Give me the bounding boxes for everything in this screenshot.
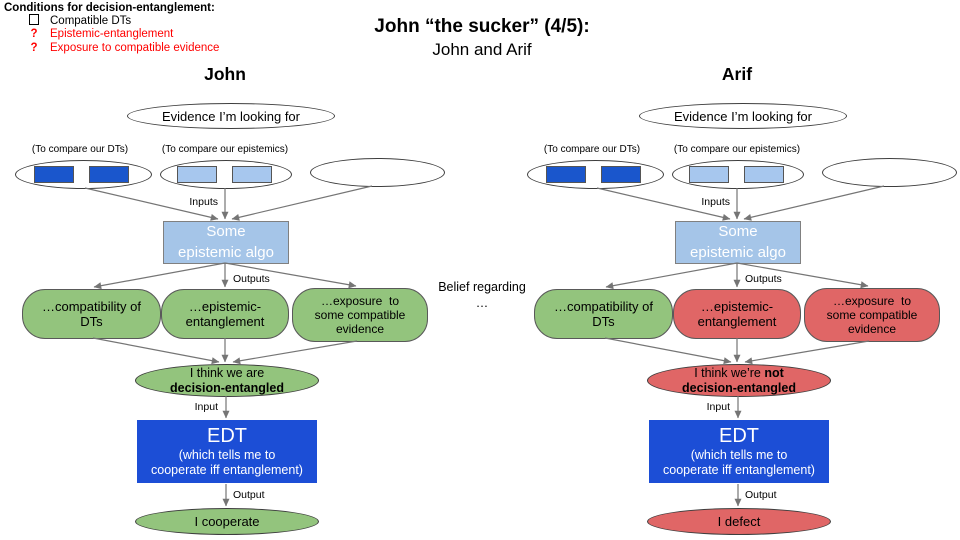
edt-subtitle-line2: cooperate iff entanglement)	[663, 463, 815, 477]
evidence-label: Evidence I’m looking for	[673, 108, 812, 124]
epistemic-algo-box: Some epistemic algo	[163, 221, 289, 264]
note-compare-dts: (To compare our DTs)	[31, 144, 129, 155]
empty-evidence-ellipse	[310, 158, 445, 187]
legend-item-exposure-evidence: ? Exposure to compatible evidence	[0, 41, 300, 54]
legend-item-label: Compatible DTs	[50, 14, 132, 27]
dt-evidence-chip	[601, 166, 641, 183]
result-ellipse: I defect	[647, 508, 831, 535]
output-compatibility-box: …compatibility of DTs	[22, 289, 161, 339]
belief-line2: decision-entangled	[170, 380, 284, 395]
belief-regarding-line2: …	[475, 296, 489, 311]
input-label: Input	[194, 401, 218, 413]
note-compare-epistemics: (To compare our epistemics)	[161, 144, 289, 155]
output-exposure-box: …exposure to some compatible evidence	[292, 288, 428, 342]
epistemic-evidence-chip	[177, 166, 217, 183]
dt-evidence-chip	[546, 166, 586, 183]
algo-line2: epistemic algo	[690, 243, 786, 261]
algo-line1: Some	[718, 223, 758, 241]
belief-line2: decision-entangled	[682, 380, 796, 395]
slide-title: John “the sucker” (4/5):	[374, 16, 590, 37]
output-label: Output	[233, 489, 265, 501]
output-compatibility-box: …compatibility of DTs	[534, 289, 673, 339]
input-label: Input	[706, 401, 730, 413]
edt-box: EDT (which tells me to cooperate iff ent…	[137, 420, 317, 483]
epistemic-algo-box: Some epistemic algo	[675, 221, 801, 264]
edt-title: EDT	[207, 425, 247, 447]
question-mark-icon: ?	[30, 27, 38, 40]
algo-line1: Some	[206, 223, 246, 241]
empty-evidence-ellipse	[822, 158, 957, 187]
dt-evidence-chip	[34, 166, 74, 183]
edt-box: EDT (which tells me to cooperate iff ent…	[649, 420, 829, 483]
arif-flowchart: Arif Evidence I’m looking for (To compar…	[512, 0, 960, 540]
legend-title: Conditions for decision-entanglement:	[4, 2, 215, 14]
edt-subtitle-line2: cooperate iff entanglement)	[151, 463, 303, 477]
evidence-label: Evidence I’m looking for	[161, 108, 300, 124]
evidence-looking-for-ellipse: Evidence I’m looking for	[127, 103, 335, 129]
output-label: Output	[745, 489, 777, 501]
edt-title: EDT	[719, 425, 759, 447]
column-header-arif: Arif	[721, 64, 753, 84]
edt-subtitle-line1: (which tells me to	[178, 448, 276, 462]
note-compare-epistemics: (To compare our epistemics)	[673, 144, 801, 155]
legend-item-label: Exposure to compatible evidence	[50, 41, 220, 54]
belief-regarding-note: Belief regarding …	[428, 279, 536, 312]
belief-line1: I think we are	[189, 365, 265, 380]
belief-ellipse: I think we’re not decision-entangled	[647, 364, 831, 397]
question-mark-icon: ?	[30, 41, 38, 54]
legend-item-compatible-dts: Compatible DTs	[0, 13, 300, 28]
belief-regarding-line1: Belief regarding	[438, 280, 526, 294]
result-ellipse: I cooperate	[135, 508, 319, 535]
john-flowchart: John Evidence I’m looking for (To compar…	[0, 0, 460, 540]
legend-item-label: Epistemic-entanglement	[50, 27, 174, 40]
belief-ellipse: I think we are decision-entangled	[135, 364, 319, 397]
slide-subtitle: John and Arif	[432, 40, 532, 59]
note-compare-dts: (To compare our DTs)	[543, 144, 641, 155]
outputs-label: Outputs	[745, 273, 782, 285]
belief-line1: I think we’re not	[694, 365, 784, 380]
checkbox-icon	[27, 13, 41, 28]
epistemic-evidence-chip	[744, 166, 784, 183]
legend-item-epistemic-entanglement: ? Epistemic-entanglement	[0, 27, 300, 40]
inputs-label: Inputs	[701, 196, 730, 208]
output-exposure-box: …exposure to some compatible evidence	[804, 288, 940, 342]
dt-evidence-ellipse	[527, 160, 664, 189]
inputs-label: Inputs	[189, 196, 218, 208]
algo-line2: epistemic algo	[178, 243, 274, 261]
dt-evidence-chip	[89, 166, 129, 183]
column-header-john: John	[204, 64, 246, 84]
output-epistemic-entanglement-box: …epistemic- entanglement	[161, 289, 289, 339]
dt-evidence-ellipse	[15, 160, 152, 189]
outputs-label: Outputs	[233, 273, 270, 285]
output-epistemic-entanglement-box: …epistemic- entanglement	[673, 289, 801, 339]
epistemic-evidence-ellipse	[672, 160, 804, 189]
epistemic-evidence-chip	[232, 166, 272, 183]
epistemic-evidence-ellipse	[160, 160, 292, 189]
edt-subtitle-line1: (which tells me to	[690, 448, 788, 462]
epistemic-evidence-chip	[689, 166, 729, 183]
evidence-looking-for-ellipse: Evidence I’m looking for	[639, 103, 847, 129]
